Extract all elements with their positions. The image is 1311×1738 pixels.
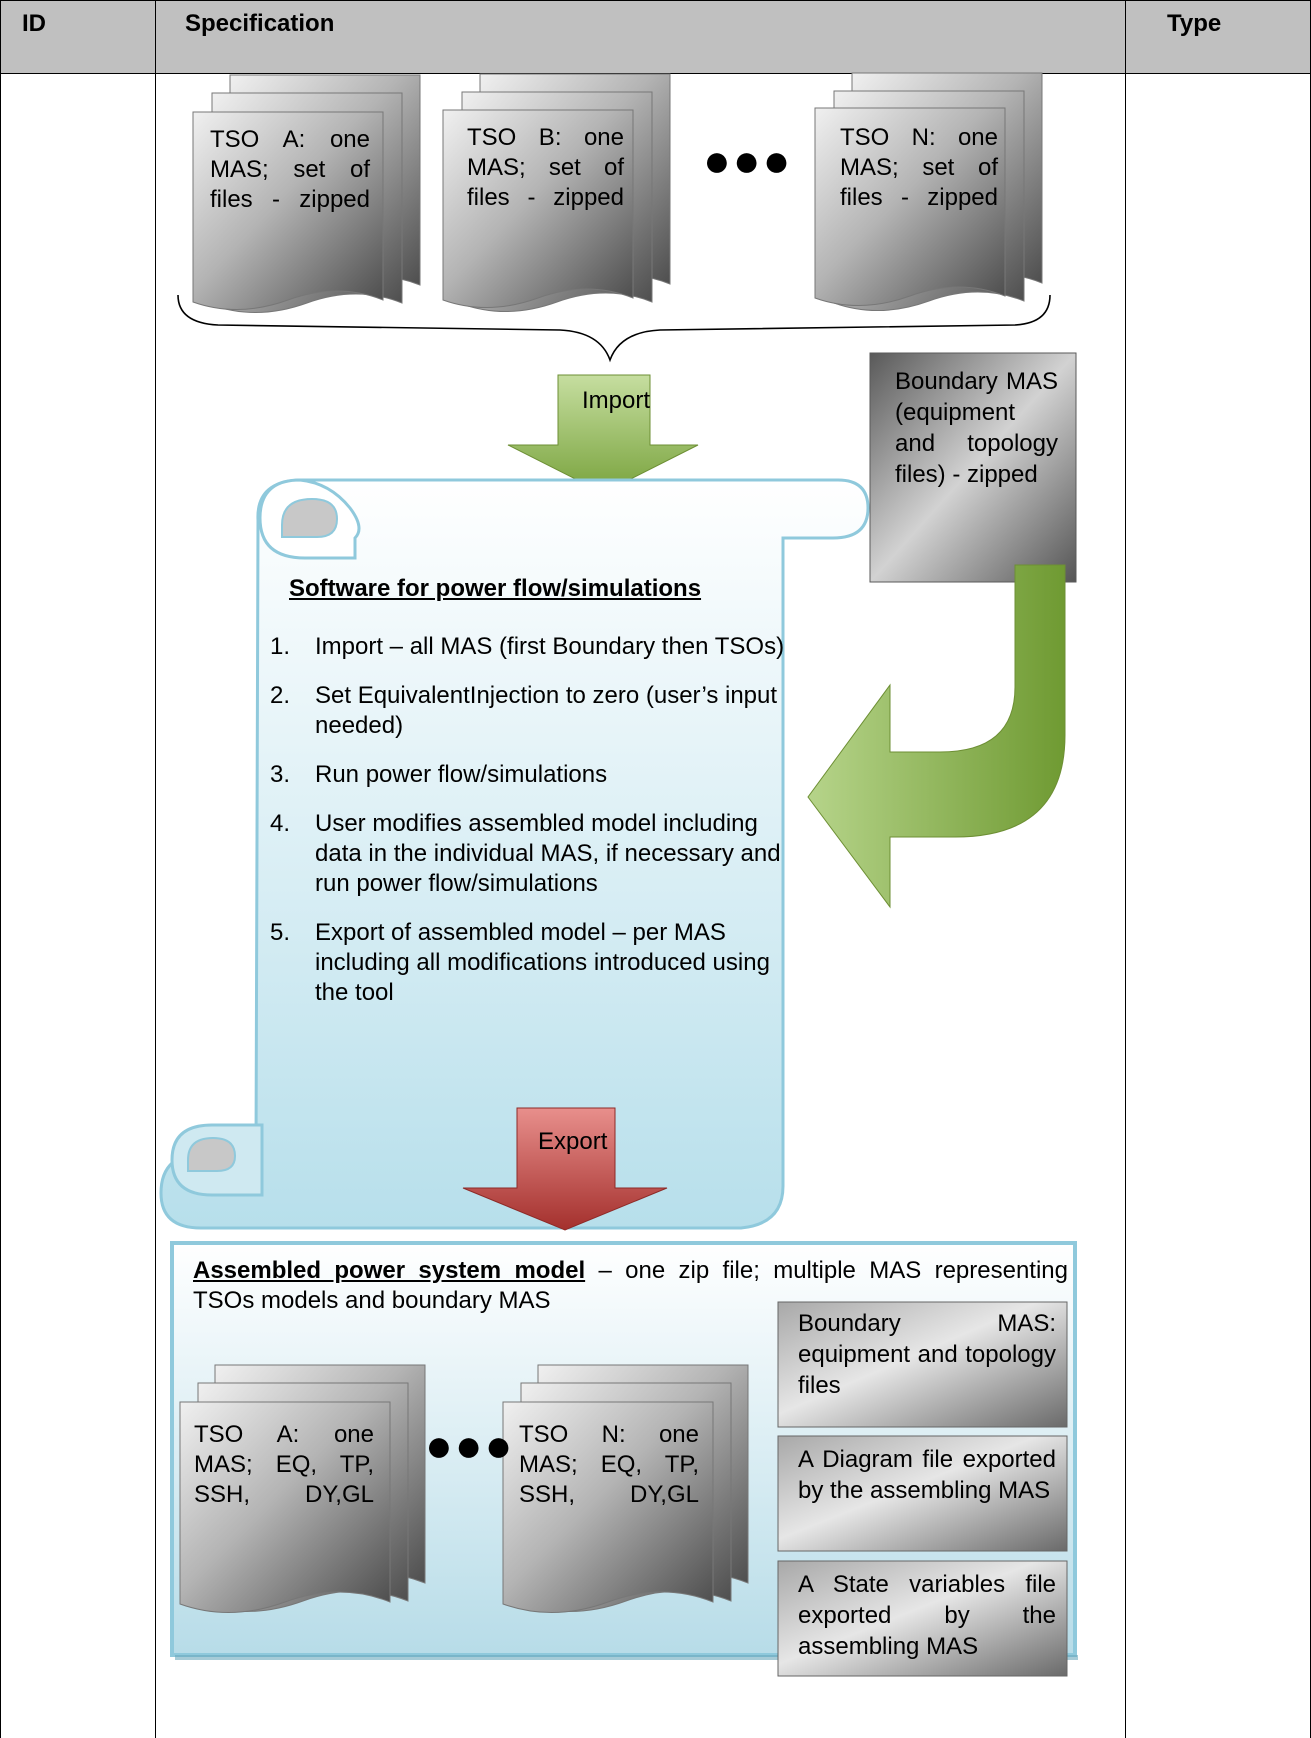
table-border-top — [0, 0, 1311, 1]
doc-sheet-front — [502, 1401, 714, 1614]
software-steps-list: 1. Import – all MAS (first Boundary then … — [265, 632, 795, 1027]
bottom-tso-n-doc-stack — [502, 1364, 749, 1614]
boundary-mas-box — [869, 352, 1077, 583]
grouping-brace — [177, 294, 1051, 363]
ellipsis-bottom: ●●● — [425, 1419, 515, 1471]
step-text: Run power flow/simulations — [315, 761, 608, 788]
file-box-boundary — [777, 1301, 1068, 1428]
header-type-cell: Type — [1125, 0, 1311, 73]
scroll-bottom-curl-inner — [187, 1136, 237, 1172]
software-step: 2. Set EquivalentInjection to zero (user’… — [265, 681, 795, 741]
assembled-panel-shadow — [175, 1655, 1078, 1660]
table-column-divider-1 — [155, 0, 156, 1738]
tso-a-doc-stack — [192, 74, 421, 313]
doc-sheet-front — [179, 1401, 391, 1614]
tso-n-output-label: TSO N: one MAS; EQ, TP, SSH, DY,GL — [519, 1421, 699, 1508]
header-id: ID — [22, 10, 46, 37]
tso-b-doc-stack — [442, 73, 671, 312]
import-label: Import — [582, 387, 651, 414]
table-header-row — [0, 0, 1311, 73]
scroll-top-curl-inner — [281, 497, 339, 538]
step-text: Set EquivalentInjection to zero (user’s … — [315, 682, 778, 739]
assembled-title: Assembled power system model — [193, 1257, 586, 1284]
header-spec-cell: Specification — [155, 0, 1125, 73]
ellipsis-top: ●●● — [703, 134, 793, 186]
state-variables-file-label: A State variables file exported by the a… — [798, 1571, 1056, 1660]
step-text: Export of assembled model – per MAS incl… — [315, 919, 770, 1006]
header-id-cell: ID — [0, 0, 155, 73]
software-step: 4. User modifies assembled model includin… — [265, 809, 795, 899]
file-box-state — [777, 1560, 1068, 1677]
tso-n-input-label: TSO N: one MAS; set of files - zipped — [840, 124, 998, 211]
step-number: 4. — [270, 810, 291, 837]
import-arrow — [507, 374, 699, 494]
header-specification: Specification — [185, 10, 335, 37]
export-label: Export — [538, 1128, 608, 1155]
step-number: 3. — [270, 761, 291, 788]
scroll-body — [159, 478, 870, 1230]
header-type: Type — [1167, 10, 1222, 37]
software-title: Software for power flow/simulations — [289, 575, 702, 602]
export-arrow — [462, 1107, 668, 1231]
tso-n-doc-stack — [814, 72, 1043, 311]
tso-a-output-label: TSO A: one MAS; EQ, TP, SSH, DY,GL — [194, 1421, 374, 1508]
doc-sheet-front — [814, 107, 1006, 306]
step-number: 5. — [270, 919, 291, 946]
file-box-diagram — [777, 1435, 1068, 1552]
step-number: 1. — [270, 633, 291, 660]
boundary-files-label: Boundary MAS: equipment and topology fil… — [798, 1310, 1056, 1399]
diagram-file-label: A Diagram file exported by the assemblin… — [798, 1446, 1056, 1504]
boundary-mas-input-label: Boundary MAS (equipment and topology fil… — [895, 368, 1058, 488]
software-scroll — [159, 478, 870, 1230]
step-text: Import – all MAS (first Boundary then TS… — [315, 633, 785, 660]
software-step: 1. Import – all MAS (first Boundary then … — [265, 632, 795, 662]
doc-sheet-front — [192, 111, 384, 310]
table-column-divider-2 — [1125, 0, 1126, 1738]
step-number: 2. — [270, 682, 291, 709]
step-text: User modifies assembled model including … — [315, 810, 781, 897]
tso-a-input-label: TSO A: one MAS; set of files - zipped — [210, 126, 370, 213]
assembled-text: – one zip file; multiple MAS representin… — [193, 1257, 1068, 1314]
software-step: 5. Export of assembled model – per MAS in… — [265, 918, 795, 1008]
boundary-to-software-arrow — [807, 564, 1066, 909]
doc-sheet-front — [442, 109, 634, 308]
bottom-tso-a-doc-stack — [179, 1364, 426, 1614]
software-step: 3. Run power flow/simulations — [265, 760, 795, 790]
assembled-description: Assembled power system model – one zip f… — [193, 1256, 1068, 1316]
table-border-left — [0, 0, 1, 1738]
tso-b-input-label: TSO B: one MAS; set of files - zipped — [467, 124, 624, 211]
